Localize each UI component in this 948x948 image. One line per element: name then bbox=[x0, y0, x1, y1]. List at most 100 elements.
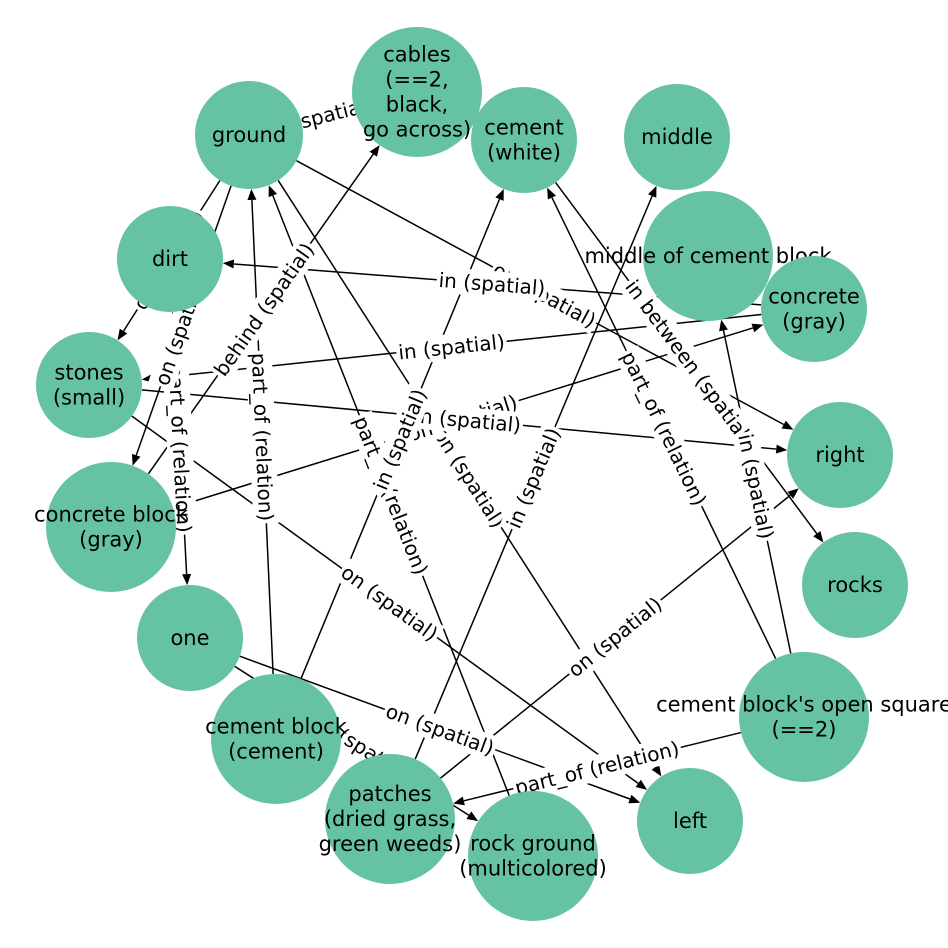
node-label: (multicolored) bbox=[459, 857, 607, 881]
node-circle bbox=[36, 332, 142, 438]
node-label: dirt bbox=[152, 247, 188, 271]
node-label: (small) bbox=[53, 386, 125, 410]
edge-label-background bbox=[614, 345, 714, 512]
node-middle: middle bbox=[624, 84, 730, 190]
node-label: (gray) bbox=[782, 310, 846, 334]
node-label: cement block bbox=[205, 715, 348, 739]
node-circle bbox=[761, 256, 867, 362]
edge-label-text: on (spatial) bbox=[383, 699, 498, 761]
node-label: (cement) bbox=[228, 740, 324, 764]
edge-label-text: on (spatial) bbox=[429, 424, 511, 532]
edge-label-background bbox=[426, 421, 513, 535]
node-label: (gray) bbox=[79, 528, 143, 552]
edge-label-background bbox=[561, 589, 669, 685]
node-left: left bbox=[637, 768, 743, 874]
node-label: cement bbox=[484, 116, 563, 140]
node-label: right bbox=[815, 443, 864, 467]
edge-label-background bbox=[395, 328, 508, 366]
node-label: go across) bbox=[363, 118, 471, 142]
node-cement-block: cement block(cement) bbox=[205, 674, 348, 804]
arrowhead-icon bbox=[648, 185, 657, 198]
arrowhead-icon bbox=[719, 319, 728, 332]
arrowhead-icon bbox=[813, 530, 824, 543]
node-circle bbox=[624, 84, 730, 190]
node-circle bbox=[325, 754, 455, 884]
node-label: rocks bbox=[827, 573, 883, 597]
node-label: left bbox=[673, 809, 707, 833]
node-circle bbox=[637, 768, 743, 874]
arrowhead-icon bbox=[117, 328, 128, 341]
node-label: cables bbox=[383, 43, 450, 67]
node-circle bbox=[211, 674, 341, 804]
node-cement: cement(white) bbox=[471, 87, 577, 193]
node-ground: ground bbox=[195, 81, 303, 189]
node-label: (white) bbox=[487, 141, 561, 165]
node-label: black, bbox=[386, 93, 448, 117]
arrowhead-icon bbox=[131, 453, 141, 466]
arrowhead-icon bbox=[466, 811, 479, 822]
node-concrete: concrete(gray) bbox=[761, 256, 867, 362]
node-label: green weeds) bbox=[319, 832, 462, 856]
edge-label: part_of (relation) bbox=[245, 350, 280, 524]
edge-label: on (spatial) bbox=[380, 697, 500, 762]
edge-label: in (spatial) bbox=[500, 421, 567, 535]
node-label: rock ground bbox=[470, 832, 596, 856]
node-circle bbox=[137, 585, 243, 691]
node-label: middle bbox=[641, 125, 713, 149]
node-circle bbox=[471, 87, 577, 193]
edge-label-background bbox=[162, 361, 198, 536]
node-label: concrete bbox=[768, 285, 860, 309]
arrowhead-icon bbox=[635, 779, 648, 790]
arrowhead-icon bbox=[628, 794, 641, 804]
edge-label-background bbox=[618, 273, 761, 452]
edge-label-text: on (spatial) bbox=[563, 592, 666, 682]
node-rocks: rocks bbox=[802, 532, 908, 638]
node-concrete-block: concrete block(gray) bbox=[34, 462, 189, 592]
arrowhead-icon bbox=[369, 145, 380, 157]
node-open-square: cement block's open square(==2) bbox=[656, 652, 948, 782]
edge-label-background bbox=[347, 410, 435, 581]
edge-label-background bbox=[380, 697, 500, 762]
edge-label-background bbox=[510, 734, 684, 802]
node-label: stones bbox=[54, 361, 123, 385]
arrowhead-icon bbox=[787, 488, 799, 499]
node-label: patches bbox=[348, 782, 431, 806]
arrowhead-icon bbox=[751, 323, 764, 333]
edge-label-background bbox=[207, 236, 321, 383]
edge-label-background bbox=[366, 383, 434, 496]
node-label: (dried grass, bbox=[324, 807, 456, 831]
arrowhead-icon bbox=[268, 185, 278, 198]
node-label: cement block's open square bbox=[656, 693, 948, 717]
edge-label-background bbox=[731, 429, 781, 544]
edge-label-text: part_of (relation) bbox=[247, 352, 278, 521]
node-circle bbox=[802, 532, 908, 638]
arrowhead-icon bbox=[247, 188, 257, 201]
edge-label-background bbox=[500, 421, 567, 535]
edge-label-background bbox=[435, 266, 549, 302]
node-circle bbox=[468, 791, 598, 921]
edge-label: in (spatial) bbox=[435, 266, 549, 302]
node-label: one bbox=[170, 626, 209, 650]
arrowhead-icon bbox=[453, 796, 465, 806]
node-stones: stones(small) bbox=[36, 332, 142, 438]
edge-label-background bbox=[334, 557, 445, 649]
node-circle bbox=[352, 27, 482, 157]
edge-label: in (spatial) bbox=[395, 328, 508, 366]
edge-label: in (spatial) bbox=[731, 429, 781, 544]
edge-label: on (spatial) bbox=[561, 589, 669, 685]
arrowhead-icon bbox=[547, 187, 556, 200]
node-dirt: dirt bbox=[117, 206, 223, 312]
arrowhead-icon bbox=[651, 764, 662, 777]
node-label: (==2, bbox=[385, 68, 448, 92]
node-circle bbox=[739, 652, 869, 782]
edge-label-background bbox=[245, 350, 280, 524]
edge-label-background bbox=[404, 401, 525, 439]
arrowhead-icon bbox=[781, 420, 794, 430]
arrowhead-icon bbox=[182, 573, 192, 586]
node-label: concrete block bbox=[34, 503, 189, 527]
node-circle bbox=[46, 462, 176, 592]
arrowhead-icon bbox=[222, 259, 235, 269]
arrowhead-icon bbox=[775, 444, 788, 454]
